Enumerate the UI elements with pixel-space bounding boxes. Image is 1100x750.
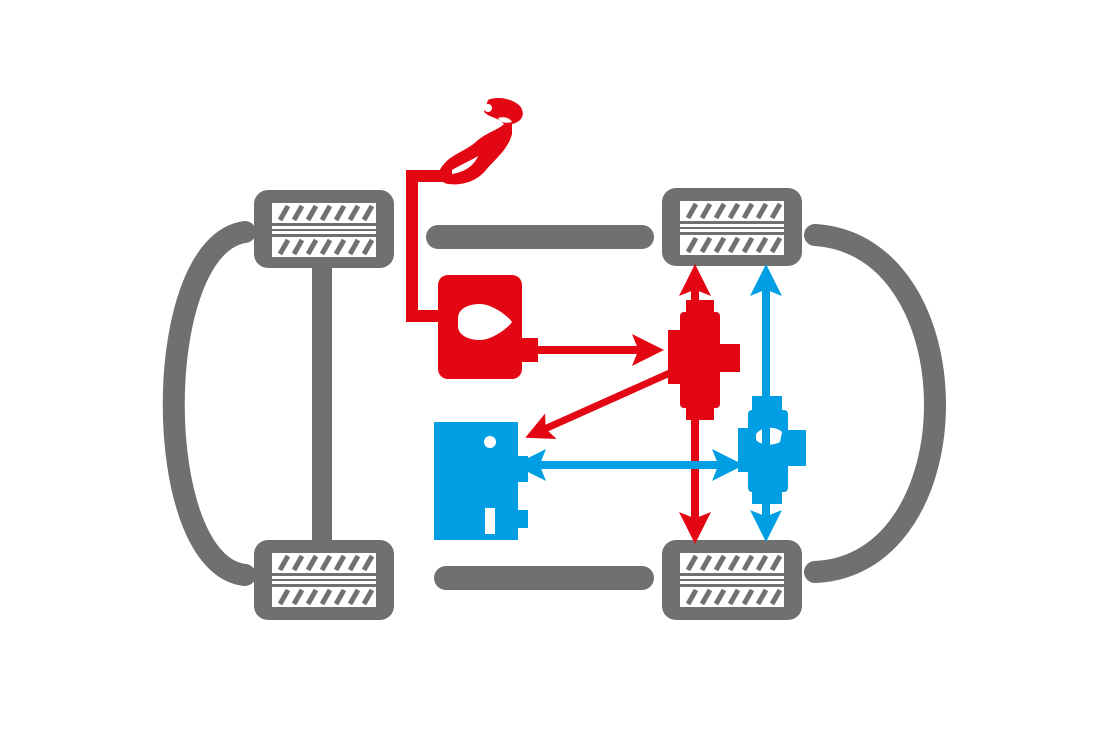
- tread-icon: [680, 201, 784, 255]
- fuel-nozzle-icon: [439, 98, 523, 185]
- wheel-front-left: [254, 190, 394, 268]
- combustion-system: [406, 98, 740, 544]
- electric-motor-icon: [738, 396, 806, 504]
- chassis: [162, 221, 946, 590]
- right-bumper-arc: [804, 224, 946, 583]
- wheel-front-right: [662, 188, 802, 266]
- electric-system: [434, 264, 806, 542]
- fuel-hose: [406, 170, 446, 322]
- battery-icon: [434, 422, 528, 540]
- gearbox-to-battery-arrow: [525, 368, 674, 440]
- left-bumper-arc: [162, 221, 256, 586]
- wheel-rear-left: [254, 540, 394, 620]
- tread-icon: [272, 203, 376, 257]
- tread-icon: [272, 553, 376, 607]
- tread-icon: [680, 553, 784, 607]
- gearbox-icon: [668, 300, 740, 420]
- engine-icon: [438, 275, 538, 379]
- wheel-rear-right: [662, 540, 802, 620]
